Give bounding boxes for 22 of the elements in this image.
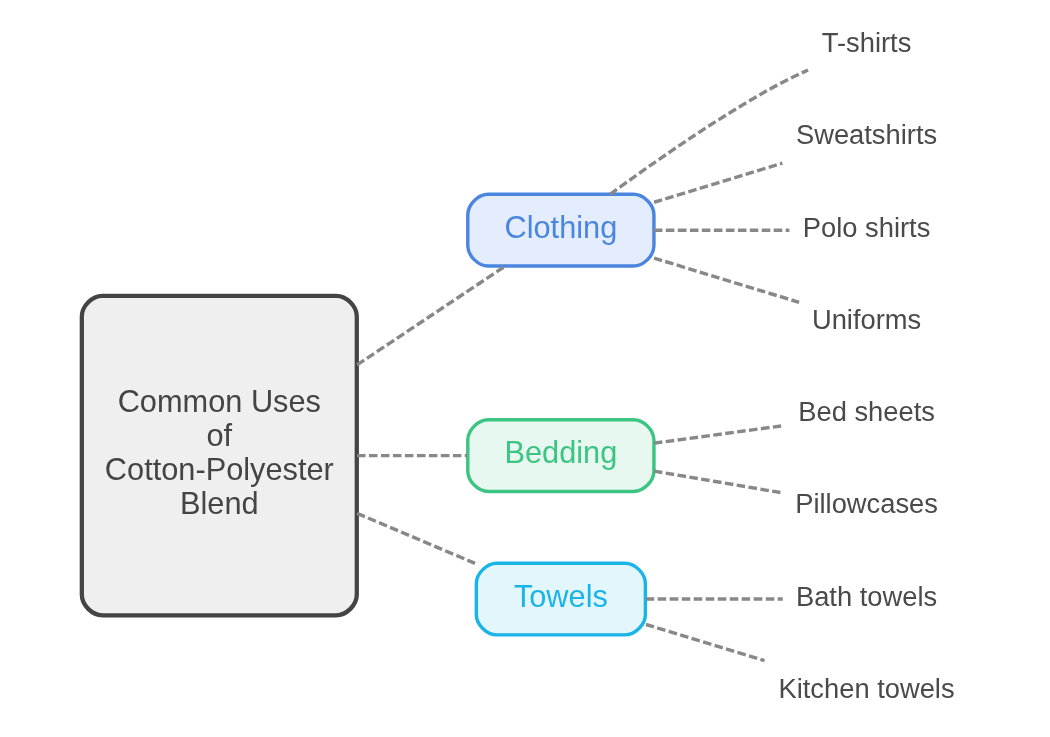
node-text: T-shirts <box>821 27 912 59</box>
connector <box>654 228 790 232</box>
connector <box>653 256 800 304</box>
node-text: Uniforms <box>811 303 922 335</box>
node-text: Bath towels <box>795 580 938 612</box>
connector <box>357 453 468 458</box>
connector <box>645 622 766 663</box>
node-box: Common Uses of Cotton-Polyester Blend <box>79 293 359 618</box>
node-text: Pillowcases <box>795 488 938 520</box>
node-box: Bedding <box>466 418 656 494</box>
node-text: Kitchen towels <box>778 672 955 704</box>
connector <box>609 68 809 196</box>
connector <box>653 469 783 495</box>
node-text: Sweatshirts <box>795 119 938 151</box>
node-box: Towels <box>474 561 648 637</box>
connector <box>653 161 783 204</box>
connector <box>356 265 506 367</box>
connector <box>356 511 477 566</box>
connector <box>645 597 783 601</box>
node-text: Polo shirts <box>802 211 931 243</box>
node-text: Bed sheets <box>798 396 935 428</box>
node-box: Clothing <box>466 192 656 268</box>
